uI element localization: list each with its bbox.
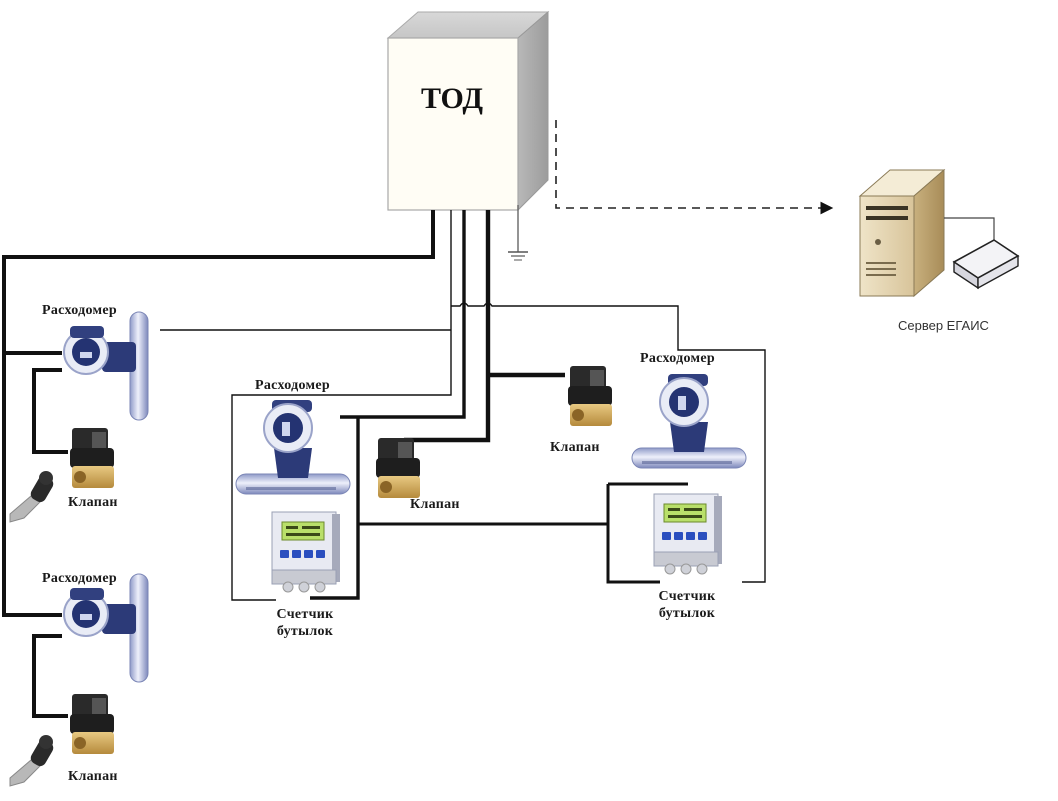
center-counter-label-line1: Счетчик [276, 607, 334, 622]
wire-center-counter [310, 417, 360, 600]
tod-title: ТОД [420, 82, 484, 115]
left-unit1-flowmeter-icon [63, 311, 149, 421]
center-valve-icon [376, 438, 420, 498]
left-unit1-valve-label: Клапан [68, 495, 118, 510]
center-flowmeter-label: Расходомер [255, 378, 330, 393]
left-unit2-valve-icon [70, 694, 114, 754]
tod-controller-box [386, 10, 550, 212]
wire-right-counter [606, 482, 688, 584]
wire-left-unit2-valve [32, 634, 68, 718]
right-flowmeter-label: Расходомер [640, 351, 715, 366]
wire-left-bus [2, 210, 435, 617]
right-valve-label: Клапан [550, 440, 600, 455]
right-counter-label-line2: бутылок [658, 606, 716, 621]
wire-center-flowmeter [340, 210, 466, 419]
left-unit1-flowmeter-label: Расходомер [42, 303, 117, 318]
wire-center-valve [404, 210, 491, 443]
network-switch-icon [952, 239, 1020, 290]
right-flowmeter-icon [631, 373, 747, 469]
left-unit1-valve-icon [70, 428, 114, 488]
server-label: Сервер ЕГАИС [898, 318, 989, 333]
right-valve-icon [568, 366, 612, 426]
wiring [2, 210, 766, 718]
data-link-to-server [555, 120, 834, 215]
left-unit2-angle-valve-icon [9, 734, 56, 787]
left-unit2-flowmeter-icon [63, 573, 149, 683]
right-counter-label: Счетчик бутылок [652, 588, 722, 622]
left-unit1-angle-valve-icon [9, 470, 56, 523]
center-valve-label: Клапан [410, 497, 460, 512]
wire-left-unit1-valve [32, 368, 68, 454]
right-bottle-counter-icon [653, 493, 723, 575]
center-bottle-counter-icon [271, 511, 341, 593]
left-unit2-flowmeter-label: Расходомер [42, 571, 117, 586]
ground-symbol-icon [508, 205, 528, 261]
right-counter-label-line1: Счетчик [658, 589, 716, 604]
center-counter-label-line2: бутылок [276, 624, 334, 639]
center-counter-label: Счетчик бутылок [270, 606, 340, 640]
wire-thin-left-flowmeter [231, 210, 452, 601]
server-icon [858, 168, 995, 298]
center-flowmeter-icon [235, 399, 351, 495]
left-unit2-valve-label: Клапан [68, 769, 118, 784]
